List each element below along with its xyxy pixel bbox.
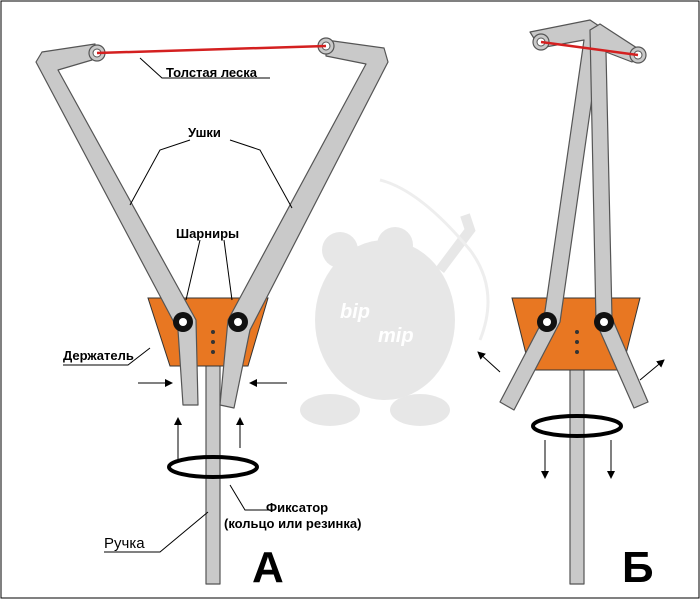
thick-line-a xyxy=(96,44,327,55)
panel-b: Б xyxy=(477,19,665,592)
watermark-frog: bip mip xyxy=(300,178,490,426)
panel-label-b: Б xyxy=(622,543,654,592)
label-lock-2: (кольцо или резинка) xyxy=(224,516,361,531)
label-ears: Ушки xyxy=(188,125,221,140)
panel-a: Толстая леска Ушки Шарниры Держатель Фик… xyxy=(35,37,389,592)
label-lock-1: Фиксатор xyxy=(266,500,328,515)
label-thick-line: Толстая леска xyxy=(166,65,258,80)
right-arm-a xyxy=(219,39,389,409)
watermark-word-1: bip xyxy=(340,301,370,323)
thick-line-b xyxy=(540,40,639,57)
label-hinges: Шарниры xyxy=(176,226,239,241)
watermark-word-2: mip xyxy=(378,325,414,347)
right-arm-b xyxy=(589,23,649,409)
label-holder: Держатель xyxy=(63,348,134,363)
label-handle: Ручка xyxy=(104,535,145,552)
left-arm-a xyxy=(35,43,199,406)
lock-ring-b xyxy=(531,414,623,438)
lock-ring-a xyxy=(167,455,259,479)
panel-label-a: А xyxy=(252,543,284,592)
